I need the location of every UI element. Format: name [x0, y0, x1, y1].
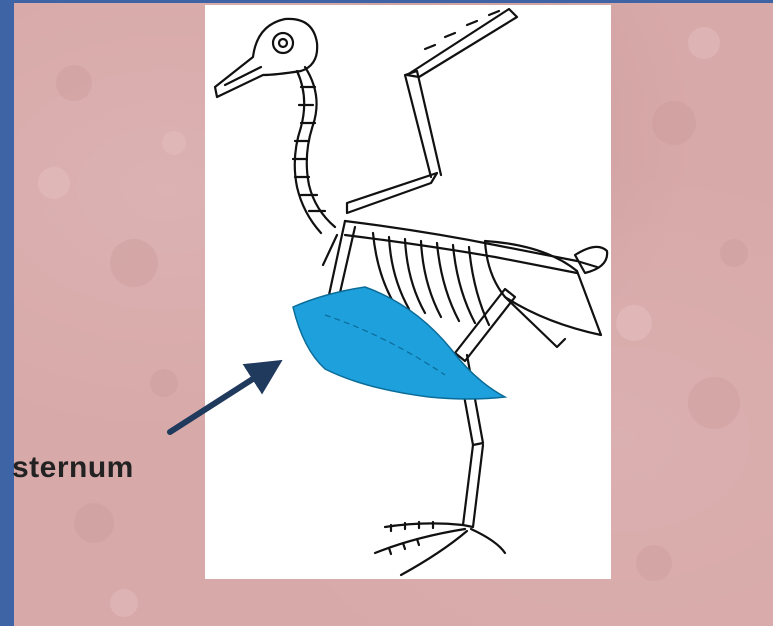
- sternum-label: sternum: [12, 451, 134, 485]
